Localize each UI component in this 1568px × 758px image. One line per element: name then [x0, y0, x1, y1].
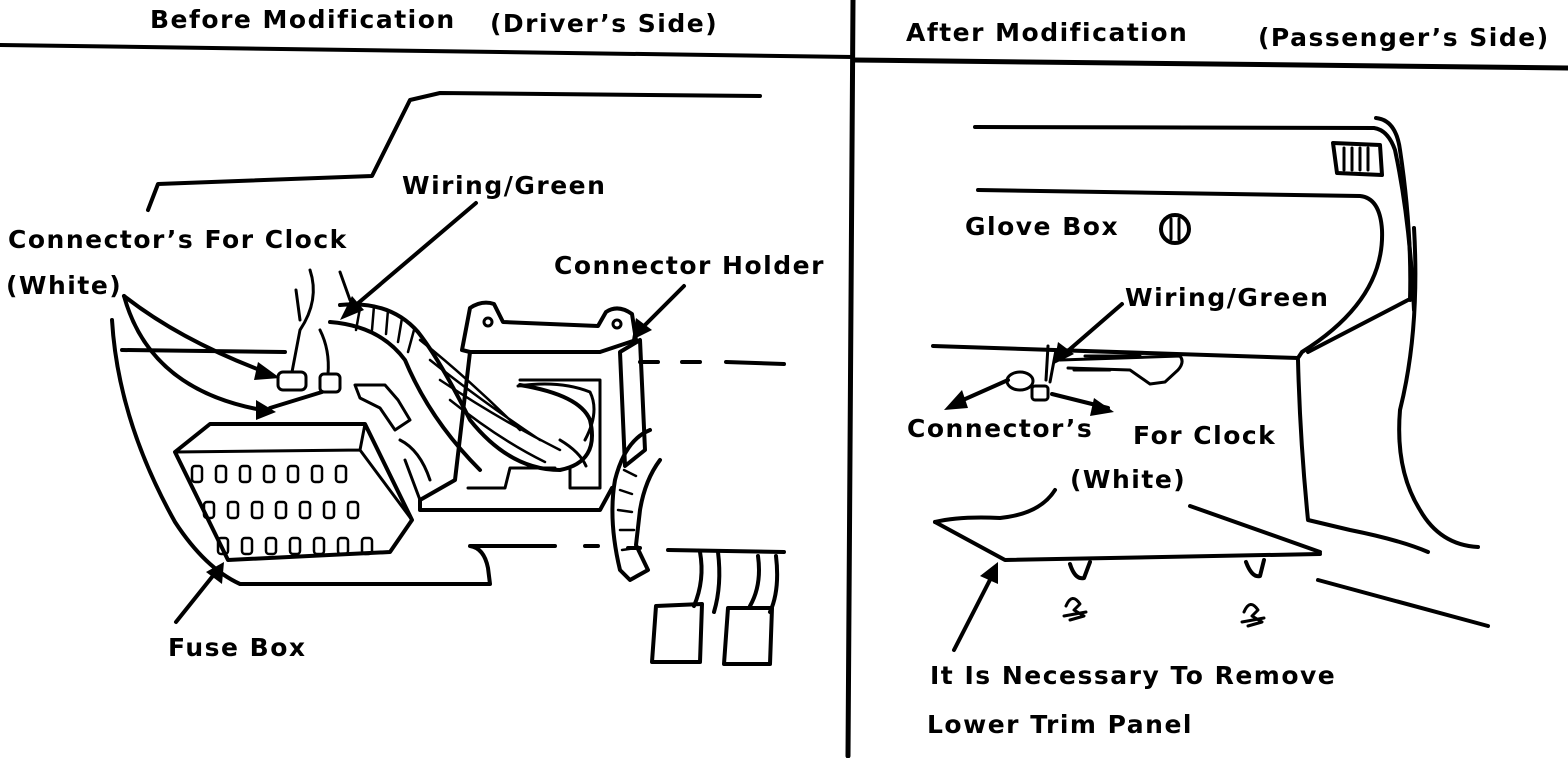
header-rule-right [850, 57, 1568, 71]
before-wiring-label: Wiring/Green [402, 171, 606, 200]
after-connectors-color: (White) [1070, 465, 1186, 494]
header-rule-left [0, 43, 855, 59]
lower-trim-panel [933, 488, 1322, 628]
remove-note-line2: Lower Trim Panel [927, 710, 1193, 739]
passenger-dashboard-drawing [931, 116, 1490, 652]
before-connectors-label: Connector’s For Clock [8, 225, 348, 254]
after-connectors-label: Connector’s [907, 414, 1093, 443]
clock-connectors-driver [276, 268, 352, 394]
before-connectors-color: (White) [6, 271, 122, 300]
connector-holder-bracket [460, 300, 638, 354]
fuse-box-label: Fuse Box [168, 633, 307, 662]
fuse-box [173, 422, 414, 562]
pedals [650, 550, 780, 666]
driver-dashboard-drawing [110, 91, 786, 666]
vent-grille [1331, 141, 1384, 177]
wiring-harness [328, 302, 596, 502]
after-connectors-suffix: For Clock [1133, 421, 1276, 450]
remove-note-line1: It Is Necessary To Remove [930, 661, 1336, 690]
after-heading: After Modification [906, 18, 1188, 47]
glove-box-label: Glove Box [965, 212, 1119, 241]
before-heading: Before Modification [150, 5, 456, 34]
driver-arrows [122, 201, 686, 624]
after-wiring-label: Wiring/Green [1125, 283, 1329, 312]
connector-holder-label: Connector Holder [554, 251, 825, 280]
divider-line [845, 0, 856, 758]
passenger-arrows [944, 302, 1124, 652]
glove-box-door [931, 188, 1385, 360]
after-side: (Passenger’s Side) [1258, 23, 1550, 52]
before-side: (Driver’s Side) [490, 9, 718, 38]
glove-box-lock-icon [1159, 213, 1191, 245]
